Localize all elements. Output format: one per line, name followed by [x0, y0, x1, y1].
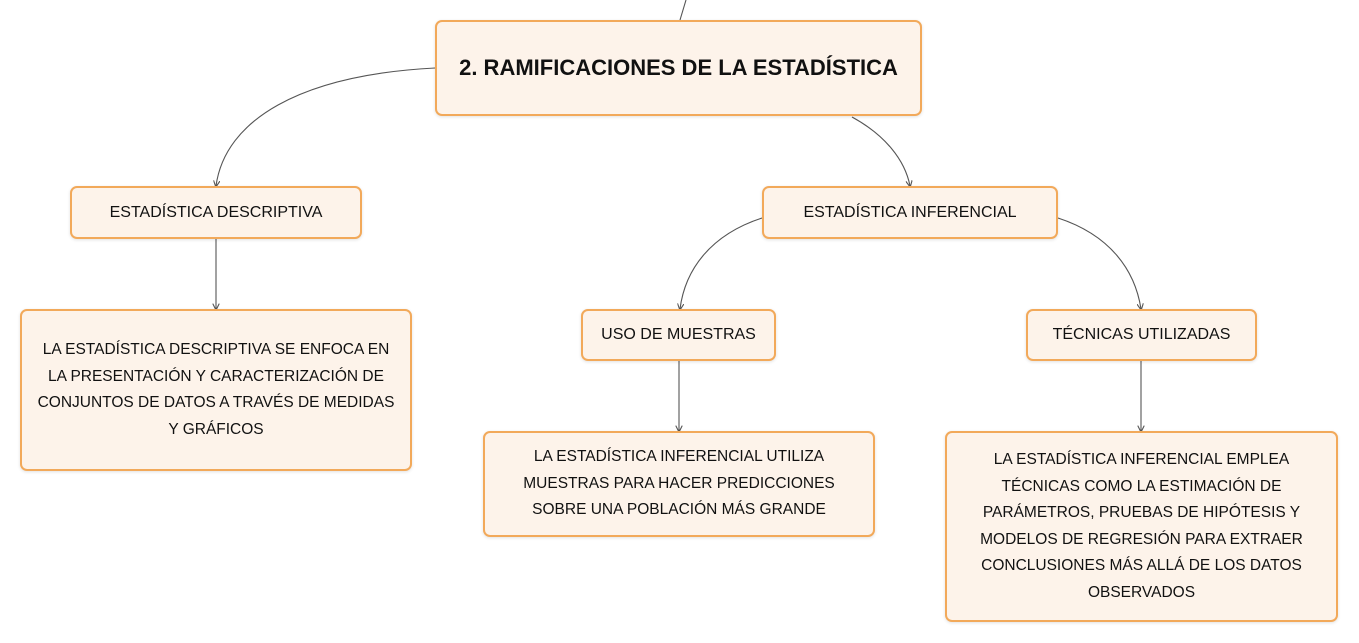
descriptiva-detail[interactable]: LA ESTADÍSTICA DESCRIPTIVA SE ENFOCA EN …: [20, 309, 412, 471]
muestras-detail[interactable]: LA ESTADÍSTICA INFERENCIAL UTILIZA MUEST…: [483, 431, 875, 537]
connector-inferencial-tecnicas: [1057, 217, 1141, 309]
topic-tecnicas-utilizadas[interactable]: TÉCNICAS UTILIZADAS: [1026, 309, 1257, 361]
topic-label: USO DE MUESTRAS: [601, 326, 756, 343]
connector-parent-root: [679, 0, 687, 21]
detail-text: LA ESTADÍSTICA INFERENCIAL EMPLEA TÉCNIC…: [980, 451, 1303, 601]
topic-estadistica-descriptiva[interactable]: ESTADÍSTICA DESCRIPTIVA: [70, 186, 362, 239]
topic-uso-de-muestras[interactable]: USO DE MUESTRAS: [581, 309, 776, 361]
tecnicas-detail[interactable]: LA ESTADÍSTICA INFERENCIAL EMPLEA TÉCNIC…: [945, 431, 1338, 622]
root-topic-label: 2. RAMIFICACIONES DE LA ESTADÍSTICA: [459, 55, 898, 80]
connector-inferencial-muestras: [680, 217, 763, 309]
topic-label: TÉCNICAS UTILIZADAS: [1052, 326, 1231, 343]
topic-estadistica-inferencial[interactable]: ESTADÍSTICA INFERENCIAL: [762, 186, 1058, 239]
topic-label: ESTADÍSTICA DESCRIPTIVA: [109, 203, 323, 221]
root-topic[interactable]: 2. RAMIFICACIONES DE LA ESTADÍSTICA: [435, 20, 922, 116]
connector-root-inferencial: [851, 116, 910, 186]
connector-root-descriptiva: [216, 67, 436, 186]
detail-text: LA ESTADÍSTICA INFERENCIAL UTILIZA MUEST…: [523, 448, 835, 519]
topic-label: ESTADÍSTICA INFERENCIAL: [803, 203, 1017, 221]
detail-text: LA ESTADÍSTICA DESCRIPTIVA SE ENFOCA EN …: [37, 341, 395, 438]
